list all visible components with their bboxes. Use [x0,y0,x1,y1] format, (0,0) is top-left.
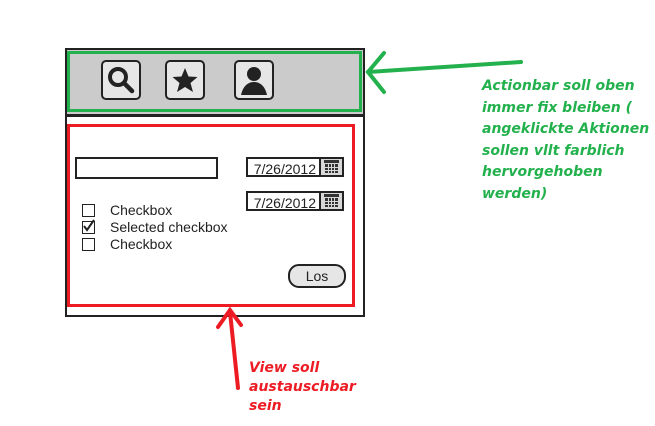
note-line: angeklickte Aktionen [482,121,650,137]
date-value[interactable]: 7/26/2012 [246,191,319,211]
search-button[interactable] [101,60,141,100]
date-picker-2[interactable]: 7/26/2012 [246,191,344,211]
note-line: immer fix bleiben ( [482,99,633,116]
checkbox-1[interactable] [82,204,95,217]
checkbox-label: Checkbox [110,236,173,252]
search-icon [108,67,135,94]
note-line: View soll [249,360,320,376]
note-line: Actionbar soll oben [482,78,635,94]
star-icon [172,68,198,92]
red-arrow [216,306,243,390]
note-line: sollen vllt farblich [482,142,625,159]
note-line: austauschbar [249,379,356,395]
checkbox-label: Selected checkbox [110,219,228,235]
green-arrow [365,51,523,94]
calendar-icon[interactable] [319,191,344,211]
profile-button[interactable] [234,60,274,100]
favorites-button[interactable] [165,60,205,100]
view-highlight [67,124,355,307]
calendar-icon[interactable] [319,157,344,177]
checkbox-label: Checkbox [110,202,173,218]
checkbox-2[interactable] [82,219,95,234]
submit-button[interactable]: Los [288,264,346,288]
view-note: View soll austauschbar sein [249,359,356,416]
user-icon [241,67,267,95]
text-input[interactable] [75,157,218,179]
checkmark-icon [83,219,95,232]
actionbar-note: Actionbar soll oben immer fix bleiben ( … [482,76,649,205]
date-value[interactable]: 7/26/2012 [246,157,319,177]
note-line: hervorgehoben [482,164,603,180]
actionbar-highlight [67,51,362,112]
note-line: sein [249,398,282,414]
checkbox-3[interactable] [82,238,95,251]
app-frame [65,48,365,317]
date-picker-1[interactable]: 7/26/2012 [246,157,344,177]
note-line: werden) [482,185,548,202]
